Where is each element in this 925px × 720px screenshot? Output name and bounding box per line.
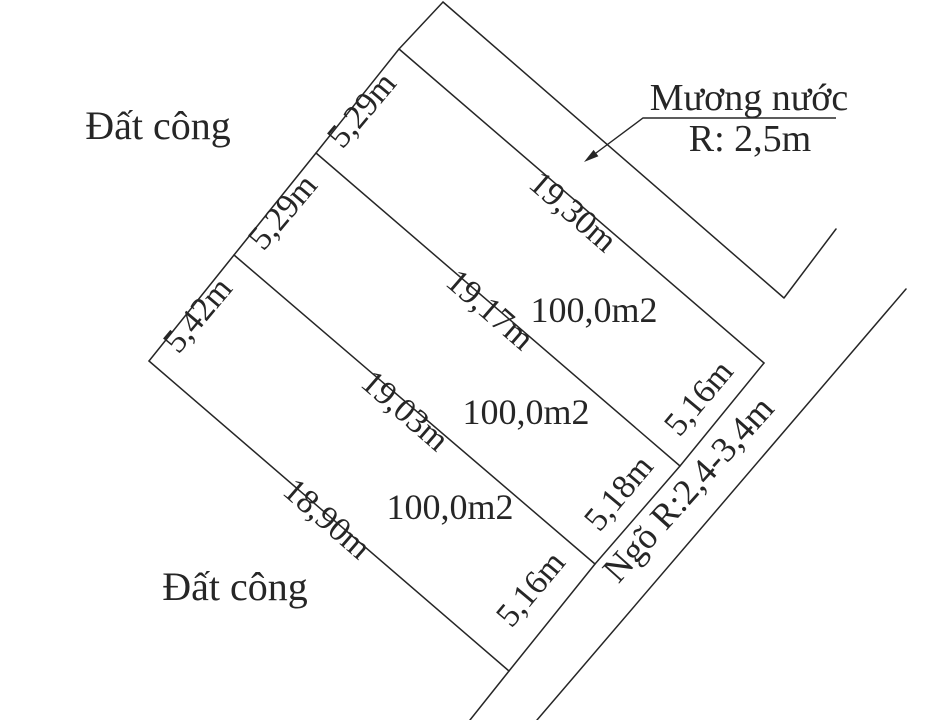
water-channel-leader-line [587,117,836,160]
parcel2-area-label: 100,0m2 [462,392,589,432]
edge-19-03-label: 19,03m [354,363,456,458]
water-channel-outer-line [442,1,837,299]
parcel3-area-label: 100,0m2 [386,487,513,527]
public-land-top-label: Đất công [85,103,231,148]
water-channel-name-label: Mương nước [650,77,849,119]
edge-19-30-label: 19,30m [522,164,624,259]
road-near-edge-polyline [469,362,765,720]
parcel1-area-label: 100,0m2 [530,290,657,330]
parcel2-parcel3-boundary-line [233,254,596,565]
width-5-16-bottom-label: 5,16m [489,544,573,634]
water-channel-width-label: R: 2,5m [689,118,811,160]
parcel1-parcel2-boundary-line [315,152,681,467]
width-5-29-top-label: 5,29m [320,65,404,155]
road-far-edge-line [536,288,907,720]
edge-19-17-label: 19,17m [439,262,541,357]
edge-18-90-label: 18,90m [276,471,378,566]
leader-arrow-icon [584,149,599,162]
width-5-42-label: 5,42m [156,270,240,360]
public-land-bottom-label: Đất công [162,564,308,609]
width-5-29-mid-label: 5,29m [241,167,325,257]
parcel1-north-edge-line [398,48,765,364]
parcel3-south-edge-line [148,360,510,672]
